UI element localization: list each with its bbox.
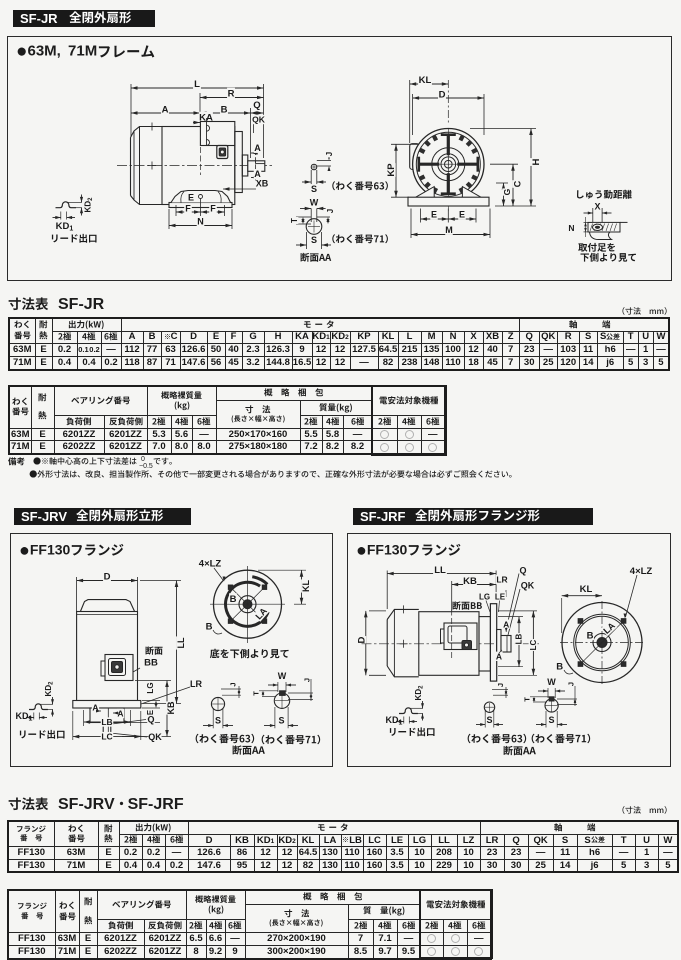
svg-text:KB: KB [166, 701, 176, 714]
svg-text:X: X [594, 202, 600, 212]
svg-text:L: L [194, 79, 200, 90]
svg-text:LE: LE [495, 592, 506, 601]
svg-text:KA: KA [199, 112, 213, 123]
svg-text:M: M [445, 225, 453, 235]
svg-text:KL: KL [301, 580, 311, 592]
svg-text:T: T [290, 218, 299, 223]
svg-text:B: B [221, 104, 228, 115]
svg-text:A: A [496, 651, 502, 661]
svg-text:KL: KL [580, 584, 593, 595]
svg-text:KP: KP [386, 163, 397, 177]
svg-text:BB: BB [144, 657, 158, 668]
svg-text:T: T [252, 691, 261, 696]
svg-text:A: A [162, 104, 169, 115]
svg-text:LB: LB [101, 717, 112, 727]
svg-text:S: S [311, 235, 317, 245]
svg-text:B: B [206, 621, 213, 632]
svg-text:LC: LC [101, 732, 112, 742]
svg-text:H: H [531, 158, 542, 165]
svg-text:Q: Q [147, 715, 154, 725]
svg-text:D: D [104, 571, 111, 582]
svg-text:A: A [254, 143, 261, 153]
svg-text:KD2: KD2 [414, 685, 425, 701]
svg-text:KD1: KD1 [56, 221, 74, 233]
svg-text:E: E [188, 193, 194, 203]
svg-text:Q: Q [253, 100, 260, 111]
svg-text:A: A [503, 619, 509, 629]
svg-text:S: S [311, 184, 317, 194]
svg-text:QK: QK [148, 732, 162, 742]
svg-text:B: B [230, 594, 237, 605]
svg-text:E: E [431, 210, 437, 220]
svg-text:A: A [117, 709, 123, 719]
svg-text:4×LZ: 4×LZ [630, 566, 653, 577]
svg-text:J: J [567, 682, 576, 686]
svg-text:S: S [548, 715, 554, 725]
svg-text:J: J [229, 682, 238, 686]
svg-text:F: F [210, 204, 216, 214]
svg-text:LR: LR [496, 575, 507, 585]
svg-text:E: E [459, 210, 465, 220]
svg-text:N: N [197, 217, 204, 227]
svg-text:S: S [486, 715, 492, 725]
svg-text:W: W [310, 198, 319, 208]
svg-text:XB: XB [256, 179, 269, 189]
svg-text:Q: Q [519, 566, 526, 576]
svg-text:J: J [325, 152, 334, 156]
svg-text:S: S [278, 716, 284, 726]
svg-text:KB: KB [463, 576, 477, 587]
svg-text:LR: LR [190, 679, 202, 689]
svg-text:J: J [303, 678, 312, 682]
svg-text:B: B [587, 630, 594, 641]
svg-text:LG: LG [146, 682, 155, 693]
svg-text:QK: QK [252, 115, 266, 125]
svg-text:G: G [502, 188, 512, 195]
svg-text:LG: LG [479, 592, 490, 601]
svg-text:KD2: KD2 [44, 681, 55, 697]
svg-text:4×LZ: 4×LZ [199, 558, 222, 569]
svg-text:R: R [228, 88, 235, 99]
svg-text:KD1: KD1 [16, 711, 33, 723]
svg-text:A: A [92, 703, 98, 713]
svg-text:N: N [568, 223, 574, 233]
svg-text:KD1: KD1 [386, 715, 403, 727]
svg-text:J: J [496, 683, 505, 687]
svg-text:W: W [547, 677, 556, 687]
svg-text:T: T [523, 697, 532, 702]
svg-text:W: W [278, 671, 287, 681]
svg-text:LB: LB [514, 633, 523, 644]
svg-text:D: D [356, 636, 367, 643]
svg-text:A: A [254, 169, 261, 179]
svg-text:LL: LL [176, 637, 186, 648]
svg-text:QK: QK [521, 581, 535, 591]
svg-text:KD2: KD2 [83, 197, 94, 213]
svg-text:LC: LC [529, 639, 538, 650]
svg-text:B: B [556, 661, 563, 672]
svg-text:S: S [215, 716, 221, 726]
svg-text:J: J [326, 209, 335, 213]
svg-text:C: C [513, 180, 523, 187]
svg-text:LL: LL [434, 565, 446, 576]
svg-text:F: F [185, 204, 191, 214]
svg-text:D: D [439, 89, 446, 100]
svg-text:KL: KL [419, 75, 432, 86]
